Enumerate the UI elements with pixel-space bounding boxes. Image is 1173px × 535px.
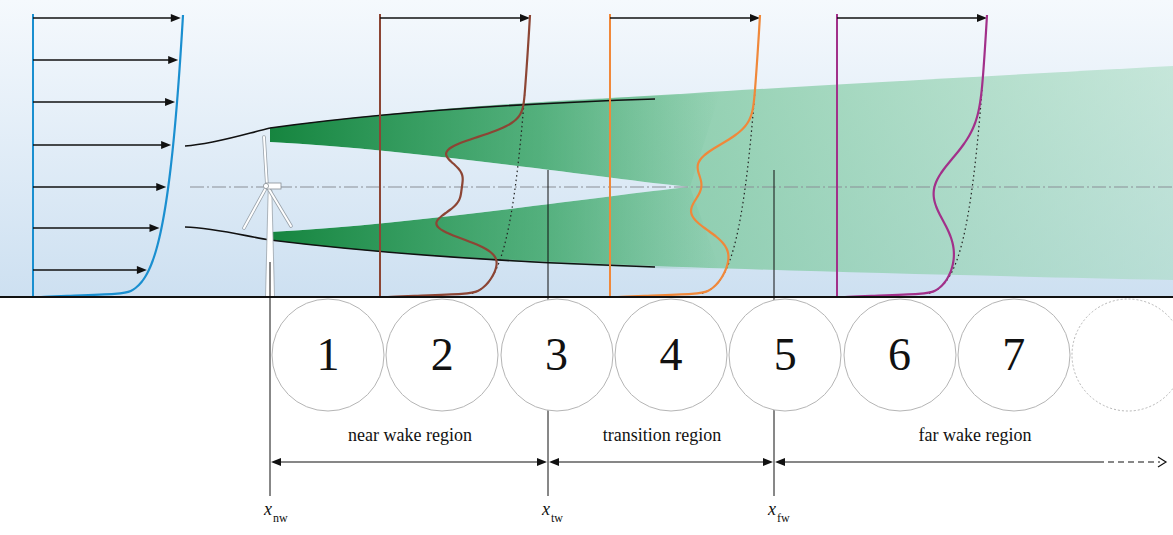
flow-arrow [33,269,139,270]
position-symbol: x [768,500,776,518]
position-subscript: fw [777,512,790,524]
flow-arrow [33,59,170,60]
arrow-head [1158,457,1166,467]
blade-outline [244,186,267,228]
circle-shape [615,299,727,411]
dimension-line [781,461,1098,462]
region-circle: 4 [614,298,728,412]
arrow-head [537,458,547,466]
inflow-profile [41,15,183,297]
turbine-blades [244,137,291,228]
region-circle: 3 [500,298,614,412]
callout-number: 7 [1002,332,1025,378]
profile-axis [609,14,611,297]
reference-profile [471,90,525,294]
arrow-head [977,14,987,22]
hub [263,183,268,188]
circle-shape [958,299,1070,411]
region-label: far wake region [919,426,1032,444]
dimension-line-dashed [1098,461,1160,462]
position-subscript: nw [273,512,288,524]
arrow-head [775,458,785,466]
position-symbol: x [264,500,272,518]
region-label: near wake region [348,426,472,444]
wind-turbine [244,137,291,297]
circle-shape [386,299,498,411]
profile-axis [379,14,381,297]
callout-number: 4 [659,332,682,378]
flow-arrow [837,17,979,18]
region-ticks [270,170,774,496]
position-symbol: x [542,500,550,518]
sky-background [0,0,1173,297]
region-label: transition region [603,426,721,444]
flow-arrow [33,101,167,102]
region-circle: 5 [728,298,842,412]
arrow-head [149,224,159,232]
region-circle: 7 [957,298,1071,412]
center-line [190,187,1173,188]
arrow-head [165,98,175,106]
arrow-head [137,266,147,274]
arrow-head [168,56,178,64]
region-tick [270,262,271,496]
turbine-blades [244,137,291,228]
region-circle: 1 [271,298,385,412]
arrow-head [171,14,181,22]
flow-arrow [33,144,163,145]
arrow-head [763,458,773,466]
ground-line [0,296,1173,298]
wake-boundary [185,128,270,146]
dimension-line [555,461,767,462]
blade [244,186,267,228]
arrow-head [750,14,760,22]
velocity-profiles [33,14,987,297]
callout-number: 3 [545,332,568,378]
blade [264,137,267,186]
profile-axis [32,14,34,297]
region-circle: 6 [843,298,957,412]
wake-envelope [270,66,1173,280]
arrow-head [271,458,281,466]
flow-arrow [380,17,522,18]
flow-arrow [33,17,173,18]
circle-shape [844,299,956,411]
arrow-head [161,141,171,149]
blade [267,186,291,226]
callout-number: 5 [774,332,797,378]
arrow-head [549,458,559,466]
circle-shape [501,299,613,411]
flow-arrow [610,17,752,18]
circle-shape [272,299,384,411]
circle-shape [729,299,841,411]
arrow-head [156,183,166,191]
wake-boundary [185,227,270,240]
wake-profile [845,15,987,297]
dotted-circle [1072,299,1173,411]
profile-axis [836,14,838,297]
wake-boundary [270,99,655,128]
position-subscript: tw [551,512,563,524]
blade-outline [264,137,267,186]
callout-number: 1 [317,332,340,378]
region-dimensions [271,457,1166,467]
flow-arrow [33,186,158,187]
flow-arrow [33,227,151,228]
callout-number: 6 [888,332,911,378]
wake-boundary [270,240,655,267]
blade-outline [267,186,291,226]
region-circle: 2 [385,298,499,412]
callout-number: 2 [431,332,454,378]
wake-profile [388,15,530,297]
dimension-line [277,461,541,462]
reference-profile [928,90,982,294]
arrow-head [520,14,530,22]
wake-profile [618,15,760,297]
